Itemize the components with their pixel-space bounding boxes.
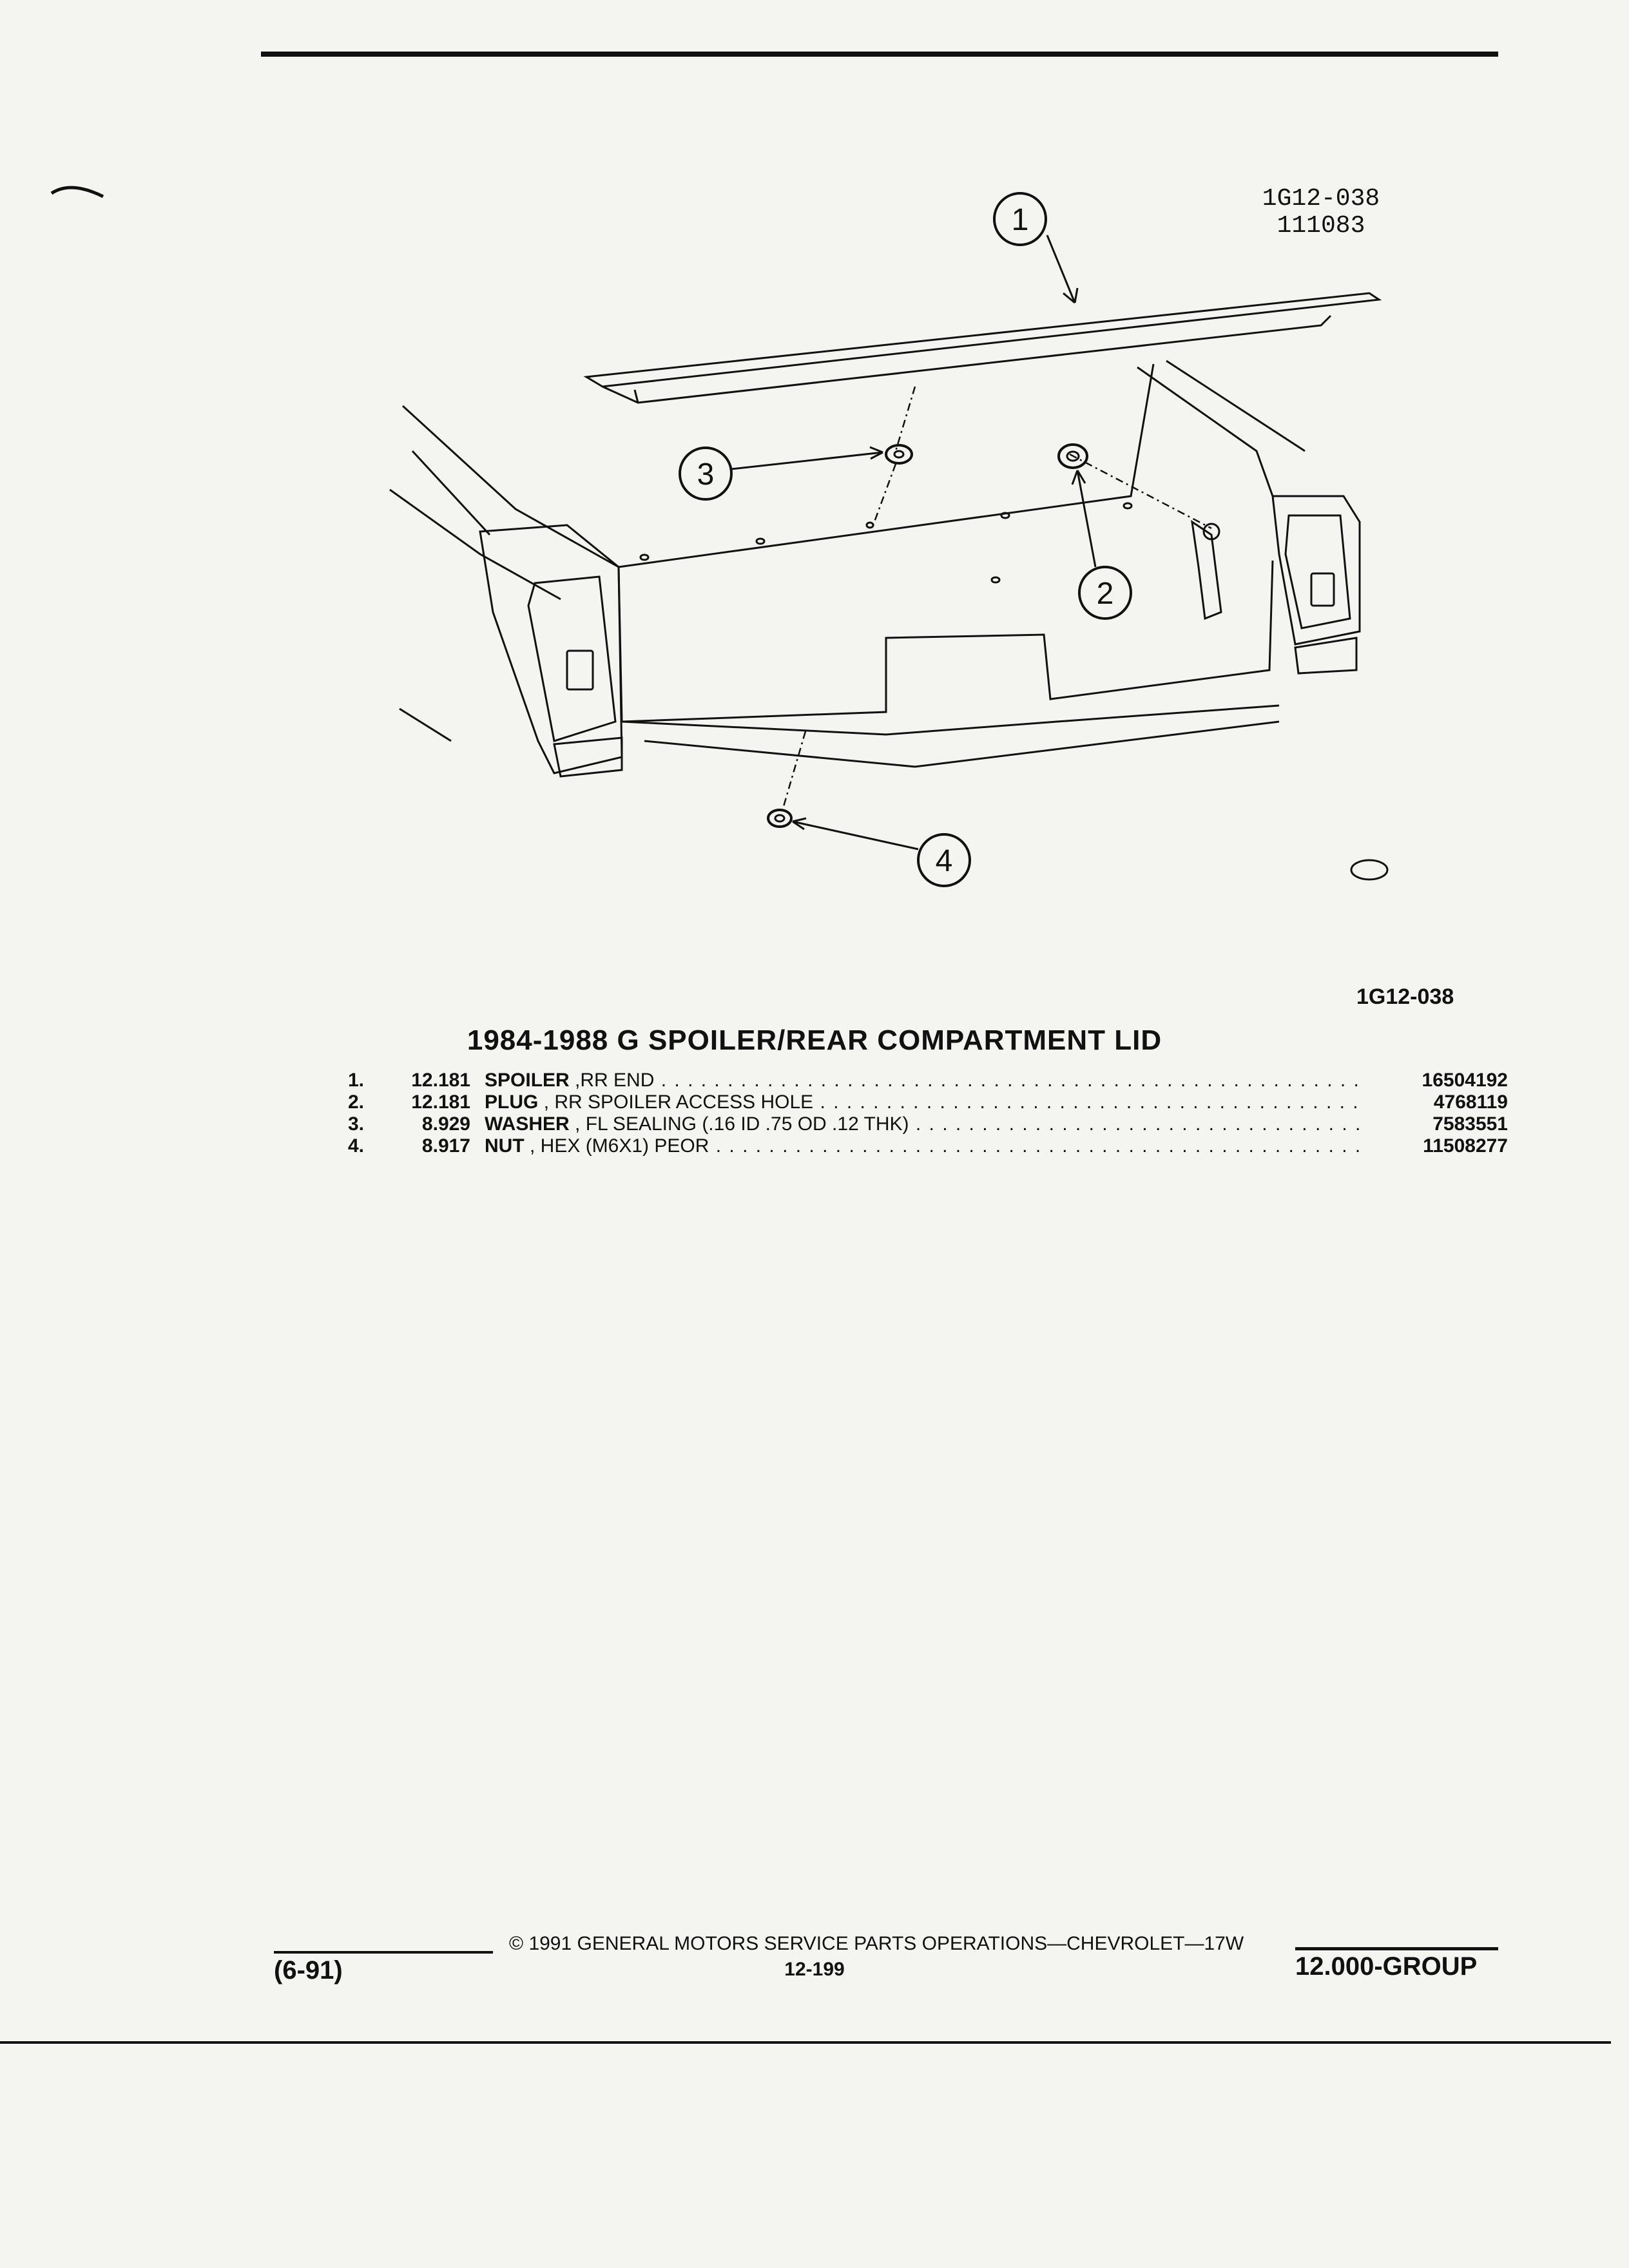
item-detail: , RR SPOILER ACCESS HOLE [543,1091,814,1113]
callout-4: 4 [917,833,971,887]
parts-list: 1. 12.181 SPOILER ,RR END 16504192 2. 12… [348,1070,1508,1157]
group-number: 12.000-GROUP [1295,1952,1478,1981]
item-description: SPOILER ,RR END [485,1070,1366,1091]
item-name: NUT [485,1135,525,1157]
top-rule [261,52,1498,57]
page-title: 1984-1988 G SPOILER/REAR COMPARTMENT LID [467,1024,1162,1056]
item-name: WASHER [485,1113,570,1135]
item-number: 2. [348,1091,365,1113]
item-name: PLUG [485,1091,539,1113]
figure-label: 1G12-038 [1356,985,1454,1009]
item-number: 4. [348,1135,365,1157]
callout-1-number: 1 [1012,203,1029,237]
item-number: 1. [348,1070,365,1091]
item-code: 12.181 [411,1070,470,1091]
figure-date-code: 111083 [1277,212,1365,240]
spoiler-part [583,292,1382,404]
figure-id: 1G12-038 [1262,185,1380,213]
footer-rule-right [1295,1947,1498,1950]
item-code: 12.181 [411,1091,470,1113]
item-number: 3. [348,1113,365,1135]
exploded-view-illustration: 1 2 3 4 [50,186,1389,887]
punch-mark [50,186,104,198]
parts-row: 1. 12.181 SPOILER ,RR END 16504192 [348,1070,1508,1091]
parts-row: 2. 12.181 PLUG , RR SPOILER ACCESS HOLE … [348,1091,1508,1113]
callout-2: 2 [1078,566,1132,620]
rear-body-outline [389,360,1389,881]
bottom-rule [0,2041,1611,2044]
part-number: 11508277 [1423,1135,1508,1157]
item-description: PLUG , RR SPOILER ACCESS HOLE [485,1091,1366,1113]
parts-row: 4. 8.917 NUT , HEX (M6X1) PEOR 11508277 [348,1135,1508,1157]
callout-4-number: 4 [936,844,953,878]
item-code: 8.917 [421,1135,470,1157]
parts-row: 3. 8.929 WASHER , FL SEALING (.16 ID .75… [348,1113,1508,1135]
footer-rule-left [274,1951,493,1954]
item-detail: ,RR END [575,1070,655,1091]
callout-1: 1 [993,192,1047,246]
washer-part [885,444,913,465]
plug-part [1057,443,1088,469]
callout-2-number: 2 [1097,577,1114,611]
item-detail: , HEX (M6X1) PEOR [530,1135,709,1157]
item-description: WASHER , FL SEALING (.16 ID .75 OD .12 T… [485,1113,1366,1135]
item-name: SPOILER [485,1070,570,1091]
callout-3-number: 3 [697,457,715,492]
item-description: NUT , HEX (M6X1) PEOR [485,1135,1366,1157]
item-detail: , FL SEALING (.16 ID .75 OD .12 THK) [575,1113,909,1135]
revision-date: (6-91) [274,1956,343,1984]
item-code: 8.929 [421,1113,470,1135]
copyright-notice: © 1991 GENERAL MOTORS SERVICE PARTS OPER… [509,1933,1244,1954]
callout-3: 3 [679,447,733,501]
figure-id-block: 1G12-038 111083 [1244,186,1398,240]
part-number: 4768119 [1433,1091,1508,1113]
part-number: 7583551 [1432,1113,1508,1135]
page-number: 12-199 [784,1959,845,1980]
nut-part [767,809,793,828]
part-number: 16504192 [1422,1070,1508,1091]
